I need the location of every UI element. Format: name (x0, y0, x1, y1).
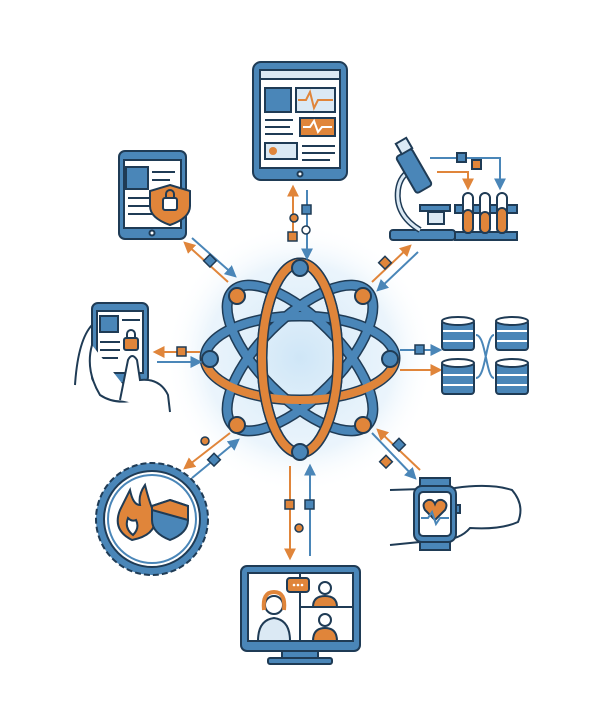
hand-phone-lock-icon (74, 302, 171, 413)
database-sync-icon (441, 316, 529, 395)
connector-arrows (152, 184, 443, 561)
fire-shield-badge-icon (95, 462, 209, 576)
atom-icon (199, 257, 401, 461)
video-conference-monitor-icon (240, 565, 361, 665)
smartwatch-heart-icon (389, 477, 522, 551)
secure-tablet-lock-icon (118, 150, 191, 240)
tablet-medical-record-icon (252, 61, 348, 181)
microscope-test-tubes-icon (389, 136, 518, 241)
